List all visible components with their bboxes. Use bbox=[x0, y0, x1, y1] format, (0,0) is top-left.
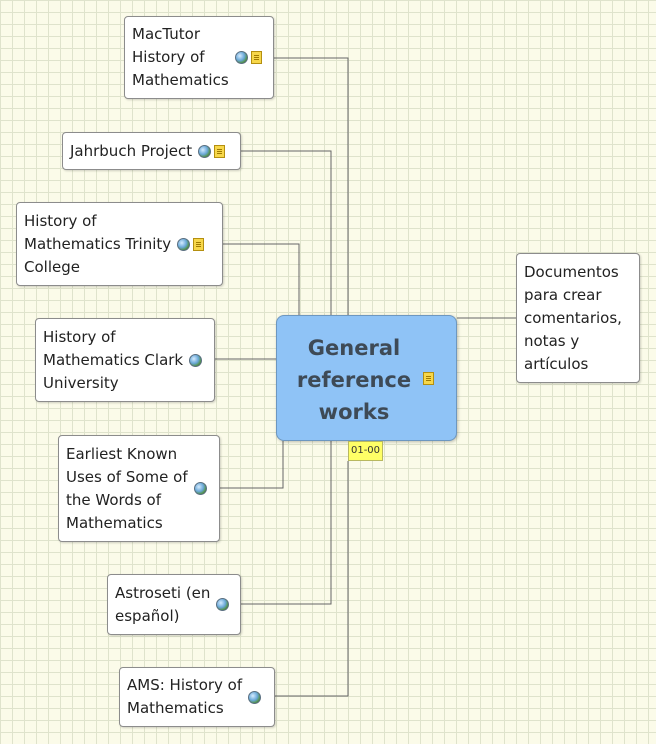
task-code-badge: 01-00 bbox=[348, 441, 383, 461]
connector-trinity bbox=[222, 243, 300, 315]
topic-earliest-known[interactable]: Earliest Known Uses of Some of the Words… bbox=[58, 435, 220, 542]
topic-documentos[interactable]: Documentos para crear comentarios, notas… bbox=[516, 253, 640, 383]
central-topic-title: General reference works bbox=[296, 336, 412, 424]
topic-jahrbuch[interactable]: Jahrbuch Project bbox=[62, 132, 241, 170]
topic-ams[interactable]: AMS: History of Mathematics bbox=[119, 667, 275, 727]
topic-clark[interactable]: History of Mathematics Clark University bbox=[35, 318, 215, 402]
topic-ams-label: AMS: History of Mathematics bbox=[127, 676, 243, 717]
topic-clark-label: History of Mathematics Clark University bbox=[43, 327, 184, 392]
connector-mactutor bbox=[274, 57, 349, 315]
central-topic[interactable]: General reference works bbox=[276, 315, 457, 441]
globe-icon[interactable] bbox=[248, 690, 262, 704]
topic-documentos-label: Documentos para crear comentarios, notas… bbox=[524, 262, 622, 373]
globe-icon[interactable] bbox=[234, 51, 248, 64]
topic-astroseti-label: Astroseti (en español) bbox=[115, 583, 211, 625]
topic-trinity[interactable]: History of Mathematics Trinity College bbox=[16, 202, 223, 286]
globe-icon[interactable] bbox=[189, 353, 203, 367]
note-icon[interactable] bbox=[423, 372, 434, 385]
connector-jahrbuch bbox=[240, 150, 332, 315]
globe-icon[interactable] bbox=[193, 482, 207, 495]
topic-jahrbuch-label: Jahrbuch Project bbox=[70, 141, 193, 160]
note-icon[interactable] bbox=[214, 144, 226, 158]
note-icon[interactable] bbox=[193, 237, 205, 251]
note-icon[interactable] bbox=[250, 51, 262, 64]
topic-mactutor-label: MacTutor History of Mathematics bbox=[132, 25, 229, 89]
globe-icon[interactable] bbox=[216, 598, 230, 611]
topic-mactutor[interactable]: MacTutor History of Mathematics bbox=[124, 16, 274, 99]
topic-trinity-label: History of Mathematics Trinity College bbox=[24, 211, 172, 276]
topic-earliest-known-label: Earliest Known Uses of Some of the Words… bbox=[66, 444, 188, 532]
connector-earliest bbox=[219, 441, 284, 489]
connector-astroseti bbox=[240, 441, 332, 605]
topic-astroseti[interactable]: Astroseti (en español) bbox=[107, 574, 241, 635]
globe-icon[interactable] bbox=[177, 237, 191, 251]
connector-ams bbox=[274, 461, 349, 697]
globe-icon[interactable] bbox=[198, 144, 212, 158]
